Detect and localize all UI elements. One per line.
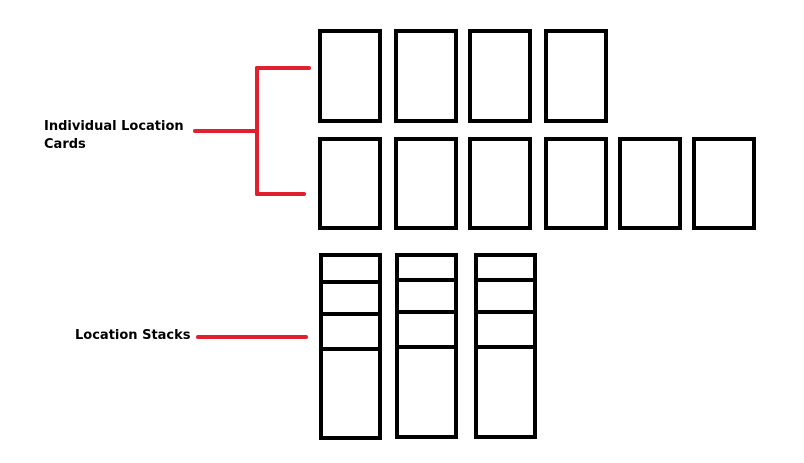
label-line-2: Cards (44, 137, 86, 152)
stack-card (395, 345, 458, 439)
stack-layer (474, 310, 537, 349)
location-card (318, 29, 382, 123)
card-row-top (318, 29, 608, 123)
stack-layer (319, 253, 382, 284)
location-card (468, 29, 532, 123)
stack-card (319, 347, 382, 440)
location-card (394, 137, 458, 230)
stack-layer (474, 253, 537, 282)
individual-location-cards-label: Individual Location Cards (44, 118, 184, 154)
stack-layer (474, 278, 537, 314)
location-card (544, 137, 608, 230)
location-card (618, 137, 682, 230)
location-stack (319, 253, 382, 440)
location-card (394, 29, 458, 123)
location-stacks-label: Location Stacks (75, 328, 191, 343)
location-stack (474, 253, 537, 439)
location-card (468, 137, 532, 230)
stack-layer (319, 312, 382, 351)
stack-layer (319, 280, 382, 316)
label-line-1: Individual Location (44, 119, 184, 134)
individual-cards-pointer (193, 66, 311, 196)
location-stack (395, 253, 458, 439)
stack-card (474, 345, 537, 439)
stack-layer (395, 253, 458, 282)
location-card (544, 29, 608, 123)
location-card (318, 137, 382, 230)
location-card (692, 137, 756, 230)
card-row-middle (318, 137, 756, 230)
stack-layer (395, 310, 458, 349)
stack-layer (395, 278, 458, 314)
